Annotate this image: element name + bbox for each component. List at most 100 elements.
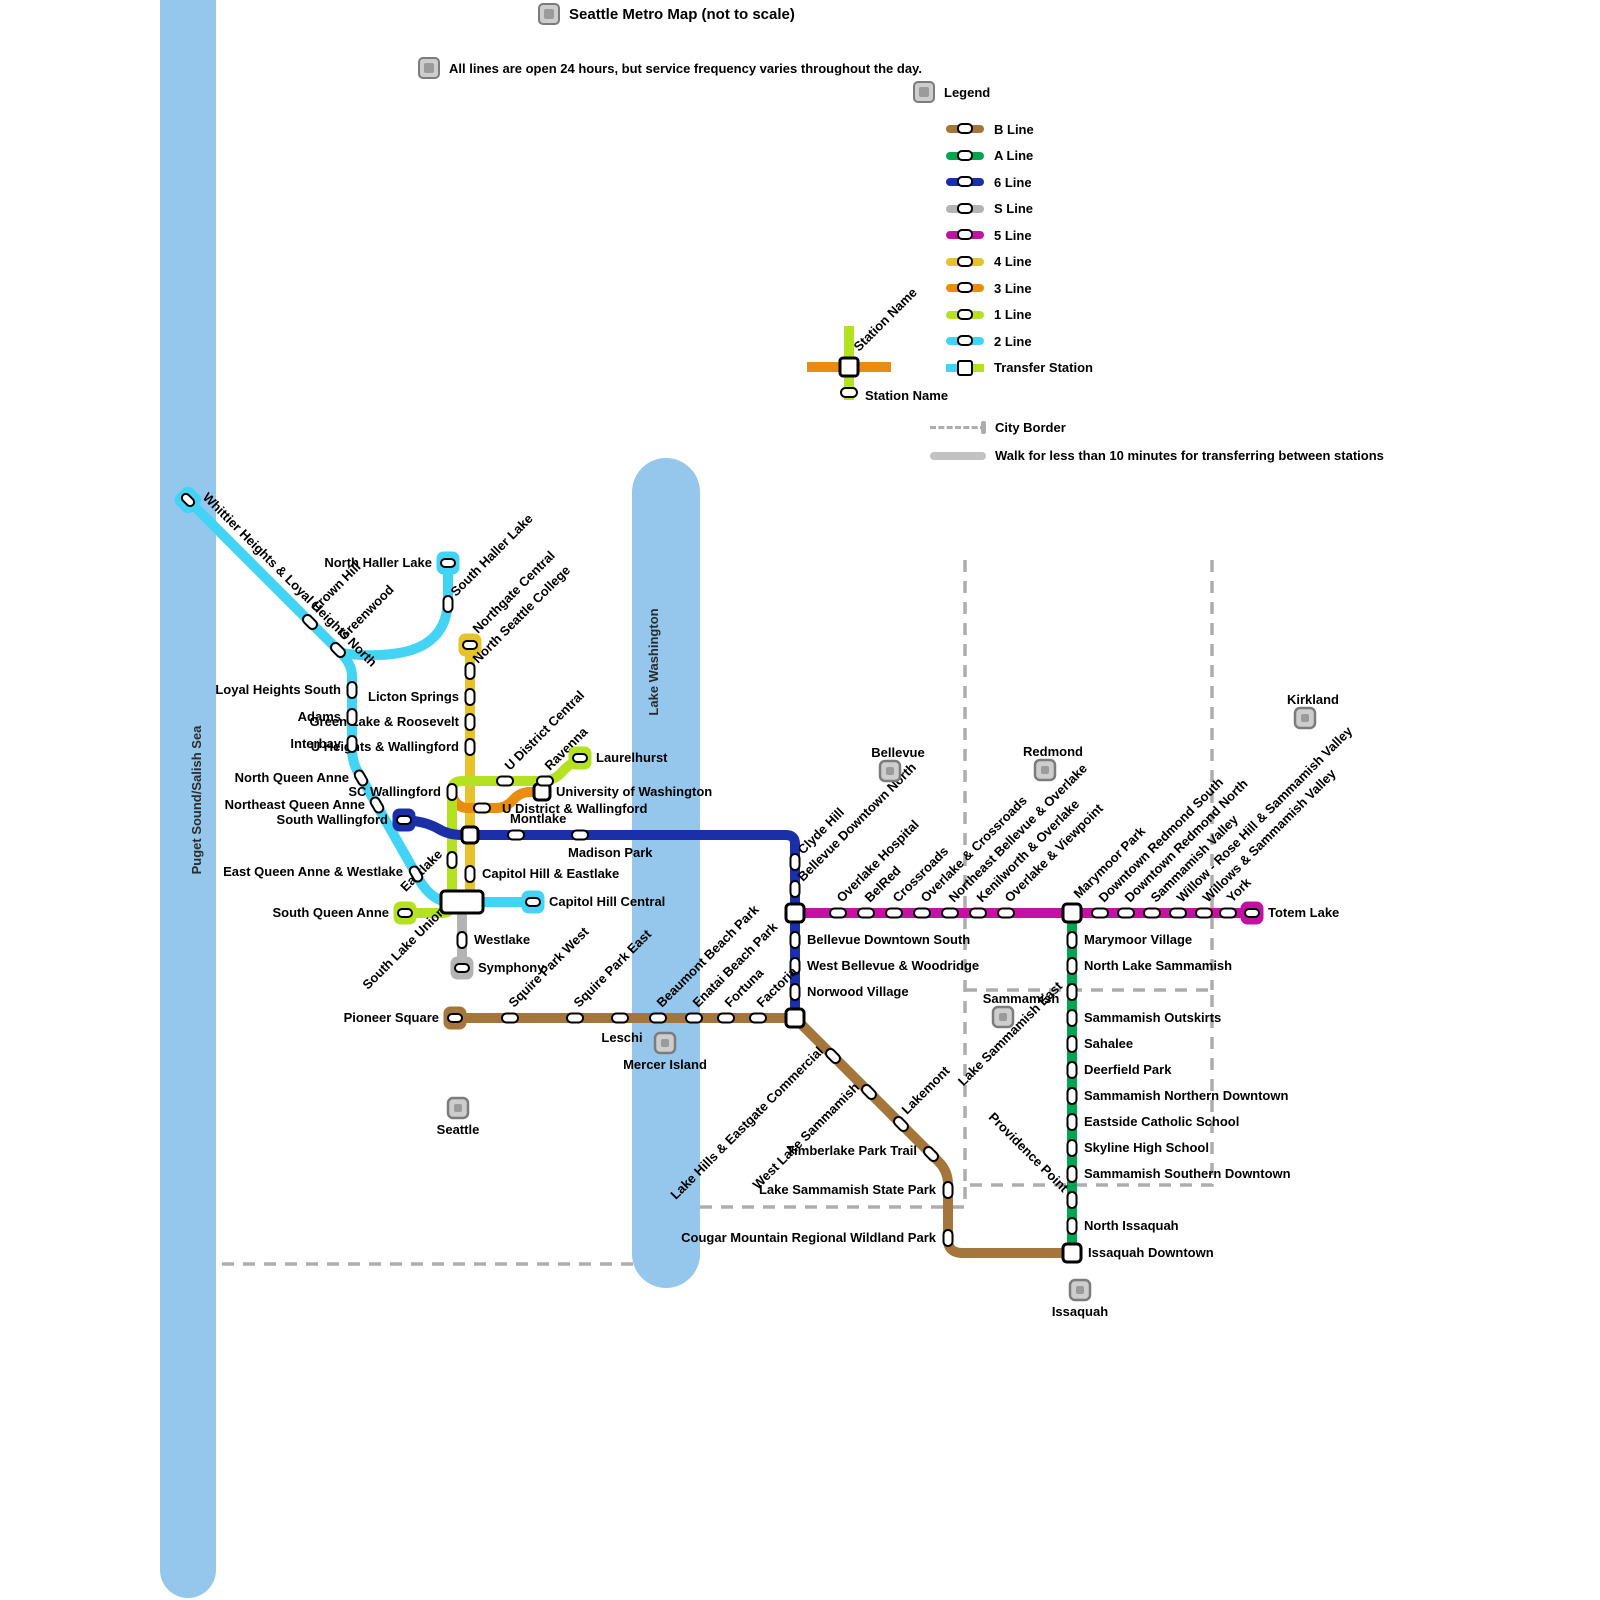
city-icon-seattle — [446, 1096, 470, 1120]
station-marker-montlake — [507, 829, 525, 841]
station-marker-sammamish-outskirts — [1066, 1009, 1078, 1027]
city-label-seattle: Seattle — [437, 1122, 480, 1137]
map-marker-icon — [538, 3, 560, 25]
station-label-bellevue-downtown-south: Bellevue Downtown South — [807, 932, 970, 947]
station-label-timberlake-park-trail: Timberlake Park Trail — [786, 1143, 917, 1158]
station-marker-east-queen-anne-westlake — [408, 865, 424, 883]
city-label-issaquah: Issaquah — [1052, 1304, 1108, 1319]
station-label-sammamish-outskirts: Sammamish Outskirts — [1084, 1010, 1221, 1025]
station-marker-westlake — [456, 931, 468, 949]
legend-line-label: 5 Line — [994, 227, 1032, 243]
walk-label: Walk for less than 10 minutes for transf… — [995, 448, 1384, 463]
station-marker-north-lake-sammamish — [1066, 957, 1078, 975]
station-label-university-of-washington: University of Washington — [556, 784, 712, 799]
station-marker-lakemont — [893, 1116, 909, 1132]
station-marker-downtown-redmond-north — [1117, 907, 1135, 919]
station-label-licton-springs: Licton Springs — [368, 689, 459, 704]
city-border-2 — [963, 988, 1214, 1187]
station-label-skyline-high-school: Skyline High School — [1084, 1140, 1209, 1155]
legend-item-6-line: 6 Line — [946, 169, 1093, 196]
city-icon-kirkland — [1293, 706, 1317, 730]
station-label-west-bellevue-woodridge: West Bellevue & Woodridge — [807, 958, 979, 973]
station-marker-norwood-village — [789, 983, 801, 1001]
line-b — [450, 1013, 1069, 1258]
station-marker-squire-park-west — [501, 1012, 519, 1024]
city-label-mercer-island: Mercer Island — [623, 1057, 707, 1072]
city-border-swatch — [930, 426, 986, 429]
station-marker-west-lake-sammamish — [861, 1084, 877, 1100]
station-marker-providence-point — [1066, 1191, 1078, 1209]
station-marker-deerfield-park — [1066, 1061, 1078, 1079]
station-label-lake-sammamish-state-park: Lake Sammamish State Park — [759, 1182, 937, 1197]
station-marker-north-issaquah — [1066, 1217, 1078, 1235]
station-label-u-district-wallingford: U District & Wallingford — [502, 801, 647, 816]
station-marker-willow-rose-hill-sammamish-valley — [1169, 907, 1187, 919]
legend-transfer-label: Transfer Station — [994, 360, 1093, 376]
info-icon — [418, 57, 440, 79]
terminal-station-totem-lake — [1240, 901, 1264, 925]
legend-line-label: S Line — [994, 201, 1034, 217]
city-icon-mercer-island — [653, 1031, 677, 1055]
line-2-branch — [337, 558, 453, 661]
station-marker-eastlake — [446, 851, 458, 869]
legend-item-4-line: 4 Line — [946, 249, 1093, 276]
legend-title: Legend — [944, 84, 991, 100]
legend-line-swatch — [946, 176, 984, 188]
station-label-leschi: Leschi — [601, 1030, 642, 1045]
legend-station-marker — [957, 202, 973, 214]
station-marker-fortuna — [717, 1012, 735, 1024]
station-marker-green-lake-roosevelt — [464, 713, 476, 731]
transfer-station-marymoor-park — [1061, 902, 1083, 924]
station-marker-sc-wallingford — [446, 783, 458, 801]
station-marker-madison-park — [571, 829, 589, 841]
station-marker-interbay — [346, 735, 358, 753]
city-icon-sammamish — [991, 1005, 1015, 1029]
station-label-sammamish-southern-downtown: Sammamish Southern Downtown — [1084, 1166, 1291, 1181]
walk-connector-swatch — [930, 451, 986, 460]
station-label-norwood-village: Norwood Village — [807, 984, 909, 999]
line-6 — [399, 815, 800, 1015]
terminal-station-pioneer-square — [443, 1006, 467, 1030]
station-label-sahalee: Sahalee — [1084, 1036, 1133, 1051]
legend-station-marker — [957, 308, 973, 320]
station-label-northeast-queen-anne: Northeast Queen Anne — [225, 797, 365, 812]
example-station-name-horizontal: Station Name — [865, 388, 948, 403]
station-label-providence-point: Providence Point — [986, 1109, 1072, 1195]
legend-line-label: 1 Line — [994, 307, 1032, 323]
station-marker-lake-hills-eastgate-commercial — [825, 1048, 841, 1064]
service-note-row: All lines are open 24 hours, but service… — [418, 57, 922, 79]
station-marker-north-queen-anne — [353, 769, 369, 787]
service-note: All lines are open 24 hours, but service… — [449, 60, 922, 76]
station-marker-northeast-bellevue-overlake — [941, 907, 959, 919]
station-marker-sammamish-southern-downtown — [1066, 1165, 1078, 1183]
station-marker-leschi — [611, 1012, 629, 1024]
legend-item-5-line: 5 Line — [946, 222, 1093, 249]
station-marker-bellevue-downtown-north — [789, 880, 801, 898]
station-marker-york — [1219, 907, 1237, 919]
legend-transfer-swatch — [946, 359, 984, 376]
station-label-capitol-hill-eastlake: Capitol Hill & Eastlake — [482, 866, 619, 881]
station-marker-belred — [857, 907, 875, 919]
station-marker-north-seattle-college — [464, 662, 476, 680]
map-title-row: Seattle Metro Map (not to scale) — [538, 3, 795, 25]
legend-line-swatch — [946, 149, 984, 161]
legend-item-b-line: B Line — [946, 116, 1093, 143]
station-marker-cougar-mountain-regional-wildland-park — [942, 1229, 954, 1247]
station-label-loyal-heights-south: Loyal Heights South — [215, 682, 341, 697]
legend-station-marker — [957, 229, 973, 241]
transfer-station-issaquah-downtown — [1061, 1242, 1083, 1264]
legend-station-example: Station Name Station Name — [807, 288, 948, 403]
legend-station-marker — [957, 176, 973, 188]
station-label-south-wallingford: South Wallingford — [277, 812, 388, 827]
station-label-madison-park: Madison Park — [568, 845, 653, 860]
station-marker-timberlake-park-trail — [923, 1146, 939, 1162]
legend-icon — [913, 81, 935, 103]
example-station-name-diagonal: Station Name — [851, 288, 920, 354]
legend-station-marker — [957, 282, 973, 294]
station-marker-u-district-wallingford — [473, 802, 491, 814]
station-marker-licton-springs — [464, 688, 476, 706]
station-label-deerfield-park: Deerfield Park — [1084, 1062, 1172, 1077]
legend-item-transfer-station: Transfer Station — [946, 355, 1093, 382]
example-station-marker — [840, 387, 858, 398]
